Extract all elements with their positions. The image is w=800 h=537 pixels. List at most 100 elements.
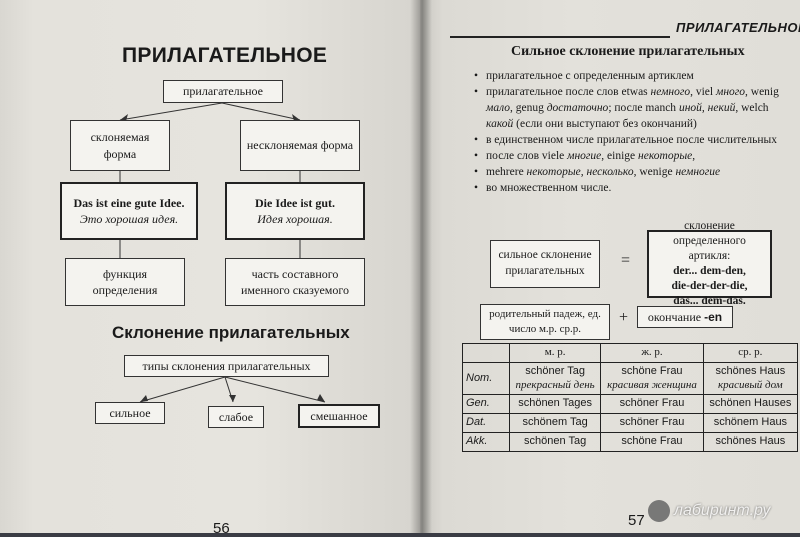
watermark: лабиринт.ру — [648, 500, 770, 522]
mixed-type-box: смешанное — [298, 404, 380, 428]
table-cell: schönen Hauses — [702, 394, 799, 414]
rule-item: после слов viele многие, einige некоторы… — [472, 148, 792, 164]
ending-box: окончание -en — [637, 306, 733, 328]
german-phrase: schönem Haus — [713, 416, 788, 428]
rules-list: прилагательное с определенным артиклем пр… — [472, 68, 792, 196]
equals-sign: = — [621, 252, 631, 269]
german-phrase: schöne Frau — [621, 434, 683, 447]
book-spine — [410, 0, 432, 533]
rule-text: прилагательное после слов etwas — [486, 86, 651, 98]
rule-text: во множественном числе. — [486, 182, 612, 194]
german-phrase: schönes Haus — [715, 434, 786, 447]
case-label: Nom. — [462, 361, 510, 396]
rule-text: , genug — [510, 102, 547, 114]
table-cell: schönen Tag — [508, 431, 602, 452]
left-page-number: 56 — [213, 520, 230, 537]
table-header-cell: ср. р. — [702, 343, 799, 363]
rule-translation: некоторые — [638, 150, 693, 162]
strong-declension-box: сильное склонение прилагательных — [490, 240, 600, 288]
attributive-example-box: Das ist eine gute Idee. Это хорошая идея… — [60, 182, 198, 240]
rule-translation: достаточно — [546, 102, 609, 114]
rule-translation: мало — [486, 102, 510, 114]
watermark-logo-icon — [648, 500, 670, 522]
rule-text: в единственном числе прилагательное посл… — [486, 134, 778, 146]
case-label: Dat. — [462, 413, 510, 433]
predicative-example-german: Die Idee ist gut. — [255, 195, 335, 210]
rule-text: , welch — [735, 102, 769, 114]
article-line-masculine: der... dem-den, — [673, 265, 746, 277]
declension-subtitle: Склонение прилагательных — [112, 323, 350, 342]
table-header-cell: м. р. — [508, 343, 602, 363]
plus-sign: + — [619, 309, 629, 326]
rule-translation: некоторые, несколько — [526, 166, 634, 178]
rule-item: mehrere некоторые, несколько, wenige нем… — [472, 164, 792, 180]
german-phrase: schönen Tages — [518, 397, 593, 410]
watermark-text: лабиринт.ру — [674, 502, 771, 519]
table-row: Dat. schönem Tag schöner Frau schönem Haus — [462, 413, 799, 433]
rule-translation: иной, некий — [678, 102, 736, 114]
rule-item: прилагательное с определенным артиклем — [472, 68, 792, 84]
table-header-row: м. р. ж. р. ср. р. — [462, 343, 799, 363]
german-phrase: schönen Tag — [524, 434, 587, 447]
case-label: Gen. — [462, 394, 510, 414]
header-rule — [450, 36, 670, 38]
rule-text: ; после manch — [608, 102, 679, 114]
weak-type-box: слабое — [208, 406, 264, 428]
rule-translation: немного — [650, 86, 691, 98]
strong-declension-title: Сильное склонение прилагательных — [511, 44, 745, 59]
rule-text: mehrere — [486, 166, 527, 178]
german-phrase: schöne Frau — [621, 364, 683, 377]
rule-item: прилагательное после слов etwas немного,… — [472, 84, 792, 132]
case-label: Akk. — [462, 431, 510, 452]
rule-text: после слов viele — [486, 150, 568, 162]
rule-text: , wenige — [633, 166, 676, 178]
strong-type-box: сильное — [95, 402, 165, 424]
rule-text: (если они выступают без окончаний) — [513, 118, 697, 130]
table-row: Akk. schönen Tag schöne Frau schönes Haus — [462, 431, 799, 452]
german-phrase: schönen Hauses — [709, 397, 792, 410]
running-header: ПРИЛАГАТЕЛЬНОЕ — [676, 20, 800, 35]
rule-text: , viel — [690, 86, 716, 98]
russian-translation: красивый дом — [718, 378, 783, 391]
rule-translation: много — [715, 86, 746, 98]
predicative-example-russian: Идея хорошая. — [257, 212, 333, 226]
german-phrase: schöner Frau — [619, 397, 685, 410]
rule-text: прилагательное с определенным артиклем — [486, 70, 694, 82]
genitive-box: родительный падеж, ед. число м.р. ср.р. — [480, 304, 610, 340]
russian-translation: красивая женщина — [607, 378, 697, 391]
attributive-example-german: Das ist eine gute Idee. — [73, 195, 185, 210]
table-cell: schöner Frau — [600, 413, 704, 433]
ending-value: -en — [704, 309, 723, 324]
rule-translation: какой — [486, 118, 514, 130]
ending-prefix: окончание — [647, 309, 702, 324]
left-diagram-lines — [119, 102, 326, 403]
declension-types-box: типы склонения прилагательных — [124, 355, 329, 377]
table-cell: schönen Tages — [508, 394, 602, 414]
adjective-root-box: прилагательное — [163, 80, 283, 103]
german-phrase: schöner Frau — [619, 416, 685, 428]
german-phrase: schönem Tag — [522, 416, 588, 428]
definite-article-box: склонение определенного артикля: der... … — [647, 220, 772, 307]
rule-translation: многие — [567, 150, 602, 162]
rule-item: во множественном числе. — [472, 180, 792, 196]
table-row: Gen. schönen Tages schöner Frau schönen Hau… — [462, 394, 799, 414]
predicative-example-box: Die Idee ist gut. Идея хорошая. — [225, 182, 365, 240]
rule-item: в единственном числе прилагательное посл… — [472, 132, 792, 148]
rule-text: , — [692, 150, 696, 162]
german-phrase: schönes Haus — [715, 364, 786, 377]
table-header-cell — [462, 343, 510, 363]
table-cell: schönem Haus — [702, 413, 799, 433]
table-cell: schönes Haus — [702, 431, 799, 452]
article-line-feminine: die-der-der-die, — [671, 279, 748, 292]
table-cell: schöne Frau — [600, 431, 704, 452]
russian-translation: прекрасный день — [515, 378, 595, 391]
table-cell: schöner Frau — [600, 394, 704, 414]
right-page-number: 57 — [628, 512, 645, 529]
rule-translation: немногие — [675, 166, 721, 178]
attribute-function-box: функция определения — [65, 258, 185, 306]
